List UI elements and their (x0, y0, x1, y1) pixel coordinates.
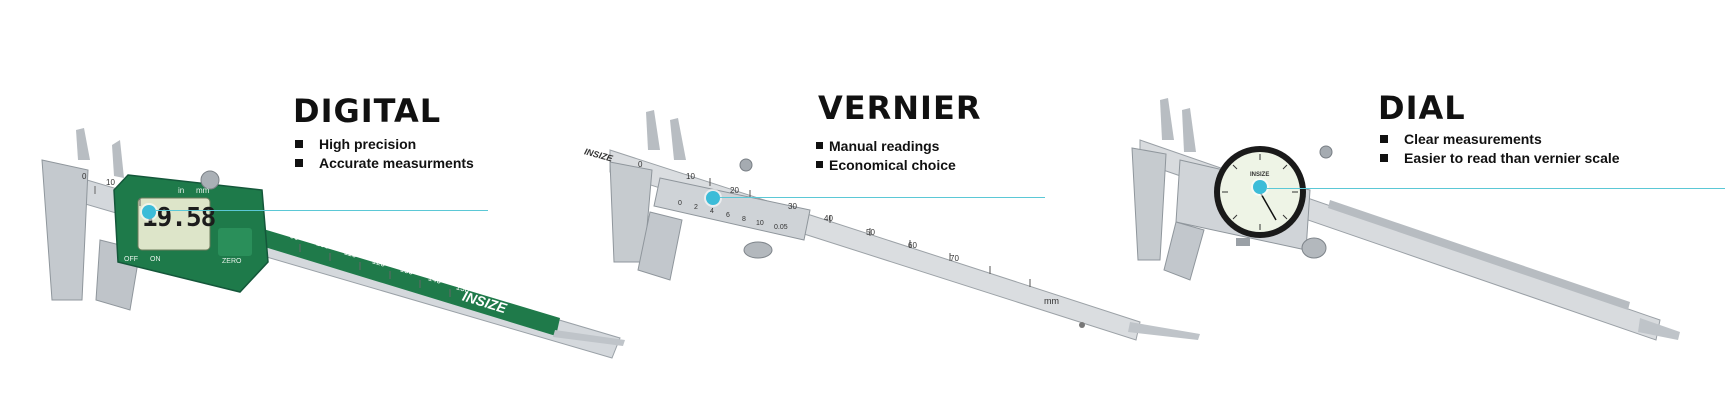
bullet-square-icon (1380, 134, 1388, 143)
digital-feature-list: High precision Accurate measurments (295, 134, 474, 172)
feature-item: Economical choice (816, 155, 956, 174)
scale-label: 0 (82, 172, 87, 181)
feature-text: High precision (319, 135, 417, 152)
feature-item: Clear measurements (1380, 129, 1620, 148)
vernier-label: 8 (742, 216, 746, 223)
callout-leader-line (720, 197, 1045, 198)
scale-label: 10 (686, 172, 695, 181)
dial-caliper-image (1131, 98, 1680, 341)
bullet-square-icon (1380, 153, 1388, 162)
bullet-square-icon (816, 161, 823, 168)
feature-text: Accurate measurments (319, 154, 474, 171)
digital-caliper-image (41, 128, 625, 359)
zero-button-label: ZERO (222, 258, 242, 265)
resolution-label: 0.05 (774, 224, 788, 231)
scale-label: 60 (908, 241, 917, 250)
feature-text: Economical choice (829, 156, 956, 173)
dial-feature-list: Clear measurements Easier to read than v… (1380, 129, 1620, 167)
feature-text: Easier to read than vernier scale (1404, 149, 1620, 166)
scale-label: 50 (866, 228, 875, 237)
vernier-label: 10 (756, 220, 764, 227)
vernier-caliper-image (609, 110, 1200, 341)
bullet-square-icon (295, 158, 303, 167)
on-button-label: ON (150, 256, 161, 263)
scale-label: 70 (950, 254, 959, 263)
callout-dot (142, 205, 156, 219)
vernier-label: 4 (710, 208, 714, 215)
scale-label: 10 (106, 178, 115, 187)
digital-caliper-panel: 19.58 in mm OFF ON ZERO INSIZE 0 10 90 1… (0, 0, 625, 400)
callout-dot (1253, 180, 1267, 194)
feature-item: High precision (295, 134, 474, 153)
vernier-label: 0 (678, 200, 682, 207)
feature-item: Easier to read than vernier scale (1380, 148, 1620, 167)
digital-title: DIGITAL (293, 92, 442, 130)
scale-label: 30 (788, 202, 797, 211)
feature-text: Manual readings (829, 137, 940, 154)
vernier-caliper-panel: INSIZE 0 10 20 30 40 50 60 70 0 2 4 6 8 … (583, 0, 1200, 400)
off-button-label: OFF (124, 256, 138, 263)
bullet-square-icon (295, 139, 303, 148)
bullet-square-icon (816, 142, 823, 149)
callout-leader-line (156, 210, 488, 211)
dial-title: DIAL (1378, 89, 1466, 127)
scale-label: 20 (730, 186, 739, 195)
feature-item: Manual readings (816, 136, 956, 155)
vernier-label: 2 (694, 204, 698, 211)
unit-in-label: in (178, 186, 185, 195)
vernier-feature-list: Manual readings Economical choice (816, 136, 956, 174)
feature-text: Clear measurements (1404, 130, 1542, 147)
callout-dot (706, 191, 720, 205)
vernier-label: 6 (726, 212, 730, 219)
vernier-title: VERNIER (818, 89, 982, 127)
feature-item: Accurate measurments (295, 153, 474, 172)
scale-label: 0 (638, 160, 643, 169)
unit-label: mm (1044, 296, 1059, 306)
brand-logo: INSIZE (1250, 172, 1270, 178)
unit-mm-label: mm (196, 186, 210, 195)
scale-label: 40 (824, 214, 833, 223)
dial-caliper-panel: INSIZE DIAL Clear measurements Easier to… (1120, 0, 1735, 400)
callout-leader-line (1267, 188, 1725, 189)
